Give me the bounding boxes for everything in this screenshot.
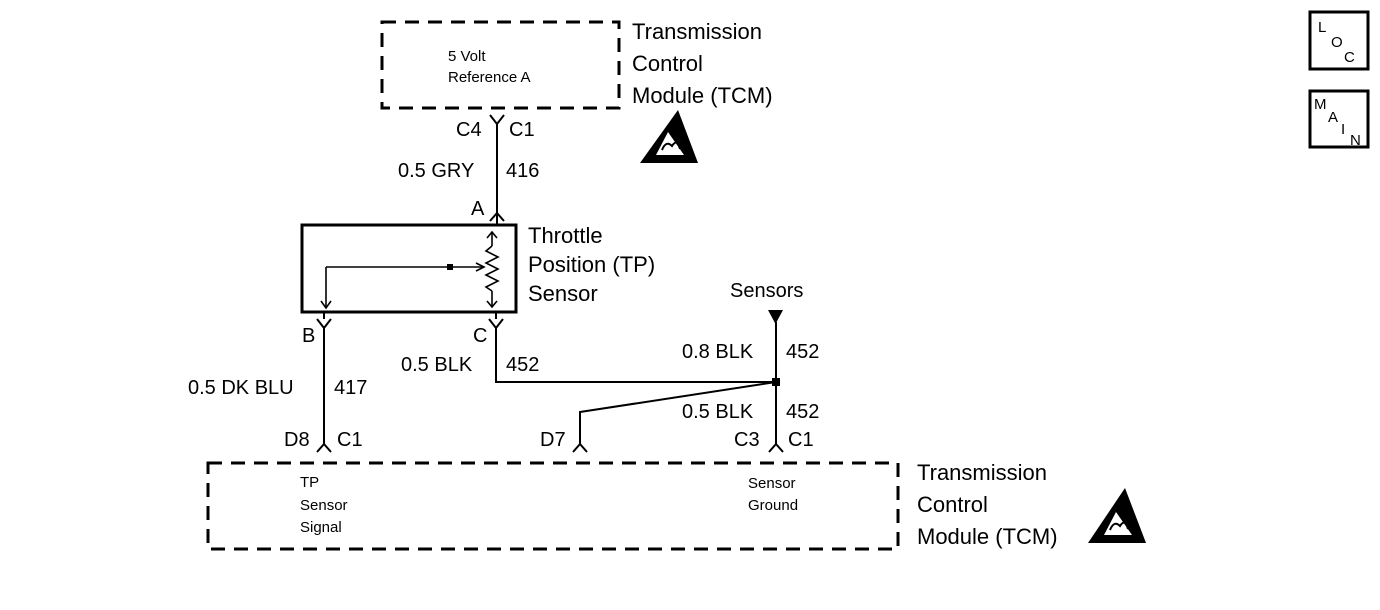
pin-d8: D8 (284, 429, 310, 451)
loc-letter-l: L (1318, 19, 1326, 36)
tp-signal-label-1: TP (300, 474, 319, 491)
wire-452-c (495, 328, 776, 383)
bottom-tcm-name-1: Transmission (917, 460, 1047, 485)
main-letter-n: N (1350, 132, 1361, 149)
tp-sensor-name-3: Sensor (528, 281, 598, 306)
sensor-pin-a: A (471, 198, 485, 220)
pin-d7-fork (572, 442, 588, 453)
bottom-tcm-name-2: Control (917, 492, 988, 517)
sensor-pin-c: C (473, 325, 487, 347)
wire-452-upper-gauge: 0.8 BLK (682, 341, 754, 363)
loc-letter-o: O (1331, 34, 1343, 51)
pin-d8-connector: C1 (337, 429, 363, 451)
wire-452-lower-gauge: 0.5 BLK (682, 401, 754, 423)
tp-sensor-box (300, 223, 518, 314)
wire-452-lower-circuit: 452 (786, 401, 819, 423)
top-tcm-pin-fork (489, 114, 505, 126)
tp-signal-label-2: Sensor (300, 497, 348, 514)
pin-d7: D7 (540, 429, 566, 451)
pin-c3: C3 (734, 429, 760, 451)
top-tcm-circuit-label-2: Reference A (448, 69, 531, 86)
tp-sensor-name-1: Throttle (528, 223, 603, 248)
top-tcm-connector: C1 (509, 119, 535, 141)
main-letter-i: I (1341, 121, 1345, 138)
pin-c3-fork (768, 442, 784, 453)
wire-452-c-gauge: 0.5 BLK (401, 354, 473, 376)
main-button[interactable]: M A I N (1308, 89, 1370, 149)
top-tcm-circuit-label-1: 5 Volt (448, 48, 486, 65)
loc-button[interactable]: L O C (1308, 10, 1370, 71)
ground-symbol-icon (768, 310, 783, 324)
main-letter-m: M (1314, 96, 1327, 113)
top-tcm-name-2: Control (632, 51, 703, 76)
wire-452-c-circuit: 452 (506, 354, 539, 376)
wire-416-circuit: 416 (506, 160, 539, 182)
sensors-label: Sensors (730, 280, 803, 302)
sensor-pin-b: B (302, 325, 315, 347)
wire-452-upper-circuit: 452 (786, 341, 819, 363)
potentiometer-symbol (320, 230, 500, 310)
top-tcm-box (380, 20, 621, 110)
wire-417-circuit: 417 (334, 377, 367, 399)
main-letter-a: A (1328, 109, 1338, 126)
top-tcm-pin: C4 (456, 119, 482, 141)
wire-d7-branch (579, 381, 777, 444)
tp-signal-label-3: Signal (300, 519, 342, 536)
loc-letter-c: C (1344, 49, 1355, 66)
pin-d8-fork (316, 442, 332, 453)
sensor-ground-label-1: Sensor (748, 475, 796, 492)
tp-sensor-name-2: Position (TP) (528, 252, 655, 277)
sensor-pin-c-fork (488, 318, 504, 330)
wire-416-gauge: 0.5 GRY (398, 160, 474, 182)
top-tcm-name-1: Transmission (632, 19, 762, 44)
sensor-ground-label-2: Ground (748, 497, 798, 514)
esd-warning-icon (1088, 488, 1146, 543)
wire-417-gauge: 0.5 DK BLU (188, 377, 294, 399)
pin-c3-connector: C1 (788, 429, 814, 451)
esd-warning-icon (640, 110, 698, 163)
bottom-tcm-name-3: Module (TCM) (917, 524, 1058, 549)
sensor-pin-b-fork (316, 318, 332, 330)
bottom-tcm-box (206, 461, 900, 551)
top-tcm-name-3: Module (TCM) (632, 83, 773, 108)
